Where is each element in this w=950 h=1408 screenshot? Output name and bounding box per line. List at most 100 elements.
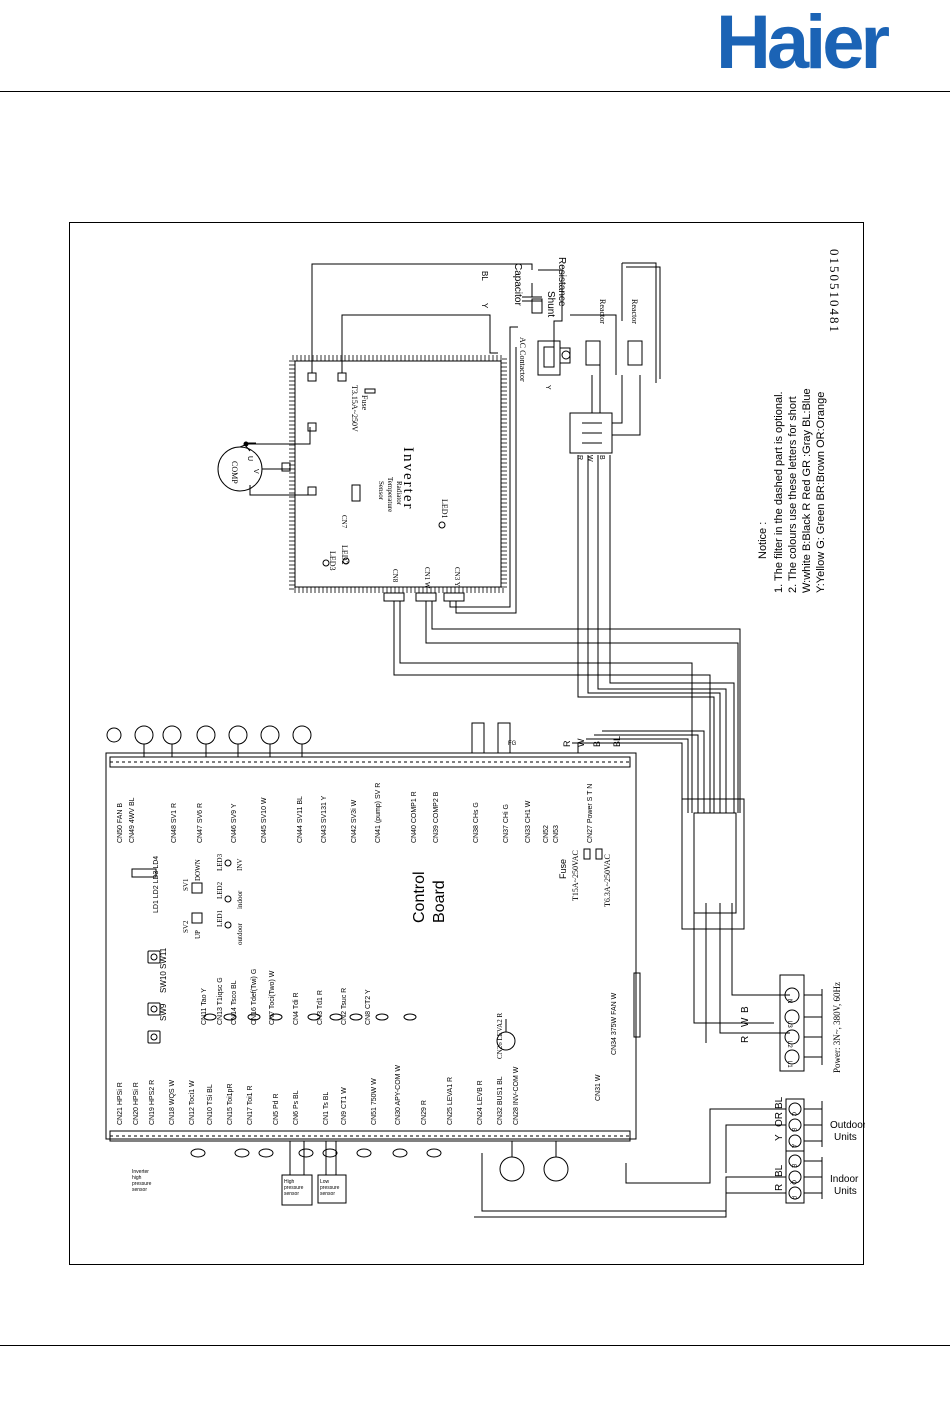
terminal-l2: L2 [786, 1041, 792, 1048]
term-p: P [790, 1196, 796, 1200]
thermistor-probe-3 [269, 1013, 283, 1021]
inv-led3 [322, 559, 330, 567]
inv-led1-label: LED1 [440, 499, 449, 519]
inv-led2 [342, 557, 350, 565]
led1-label: LED1 [216, 909, 224, 927]
left-connector-13: CN30 APY-COM W [395, 1065, 402, 1125]
high-sensor-label-3: sensor [284, 1191, 299, 1197]
wire-y-label: Y [480, 303, 489, 309]
inv-cn3-label: CN3 Y [453, 567, 461, 587]
term-c: C [790, 1112, 796, 1117]
inv-led2-label: LED2 [340, 545, 349, 565]
shunt-label-1: Shunt [545, 291, 556, 317]
right-connector-0: CN50 FAN B [117, 803, 124, 843]
crankcase-heater-0 [471, 722, 485, 754]
shunt-label-2: Resistance [556, 257, 567, 307]
sensor-connector-6: CN3 Td1 R [317, 990, 324, 1025]
inverter-control-wiring [393, 326, 741, 813]
right-connector-9: CN41 (pump) SV R [375, 783, 382, 843]
outdoor-label-2: Units [834, 1132, 857, 1143]
terminal-l1: L1 [786, 1061, 792, 1068]
power-wire-b: B [740, 1006, 751, 1013]
sensor-connector-2: CN14 Tsco BL [231, 980, 238, 1025]
left-connector-12: CN51 750W W [371, 1078, 378, 1125]
noise-filter [569, 412, 613, 454]
low-sensor-label-2: pressure [320, 1185, 340, 1191]
power-label: Power: 3N~, 380V, 60Hz [832, 982, 842, 1073]
outdoor-wire-or: OR [774, 1112, 785, 1127]
outdoor-label-1: Outdoor [830, 1120, 865, 1131]
low-sensor-label-1: Low [320, 1179, 330, 1185]
valve-coil-3 [228, 725, 248, 745]
svg-text:Haier: Haier [716, 0, 890, 80]
right-connector-2: CN48 SV1 R [171, 803, 178, 843]
sensor-probe-7 [426, 1148, 442, 1158]
wiring-diagram-frame: Inverter Fuse T3.15A~250V Radiator Tempe… [69, 222, 867, 1265]
low-pressure-sensor [317, 1174, 347, 1204]
cn26-label: CN26 LEVA2 R [496, 1013, 504, 1059]
comm-terminals: C B A E Q P Outdoor Units Indoor Units B… [474, 1096, 867, 1218]
reactor1-label: Reactor [598, 299, 607, 324]
power-out-wire-1: W [576, 738, 586, 747]
inverter-title: Inverter [400, 447, 416, 510]
comp-label: COMP [230, 461, 239, 484]
control-board-title-1: Control [411, 871, 428, 923]
power-wire-r: R [740, 1036, 751, 1043]
sw9-label: SW9 [159, 1003, 168, 1021]
power-out-wire-0: R [562, 740, 572, 747]
high-sensor-label-1: High [284, 1179, 295, 1185]
radiator-sensor-label-1: Radiator [395, 481, 403, 506]
right-connector-7: CN43 SV131 Y [321, 795, 328, 843]
inv-led1 [438, 521, 446, 529]
thermistor-probe-0 [203, 1013, 217, 1021]
inv-sensor-label-3: pressure [132, 1181, 152, 1187]
wire-r-label: R [576, 455, 583, 460]
ac-contactor [537, 340, 561, 376]
left-connector-3: CN18 WQS W [169, 1079, 176, 1125]
left-connector-1: CN20 HPSi R [133, 1082, 140, 1125]
high-pressure-sensor [281, 1174, 313, 1206]
inv-led-label: INV [236, 859, 244, 871]
term-e: E [790, 1164, 796, 1168]
inv-sensor-label-2: high [132, 1175, 142, 1181]
power-out-wire-2: B [592, 741, 602, 747]
left-connector-18: CN28 INV-COM W [513, 1066, 520, 1125]
capacitor-label: Capacitor [512, 263, 523, 306]
notice-line2: 2. The colours use these letters for sho… [787, 396, 799, 593]
notice-line3: W:white B:Black R Red GR :Gray BL:Blue [801, 388, 813, 593]
right-connector-14: CN33 CH1 W [525, 800, 532, 843]
thermistor-probe-1 [223, 1013, 237, 1021]
bottom-device-symbols [190, 1013, 442, 1158]
right-connector-11: CN39 COMP2 B [433, 791, 440, 843]
left-connector-4: CN12 Toci1 W [189, 1080, 196, 1125]
notice-block: Notice : 1. The filter in the dashed par… [757, 388, 827, 593]
left-connector-7: CN17 Toi1 R [247, 1085, 254, 1125]
wire-y2-label: Y [544, 385, 551, 390]
thermistor-probe-2 [247, 1013, 261, 1021]
left-connector-15: CN25 LEVA1 R [447, 1077, 454, 1125]
inverter-fuse-rating: T3.15A~250V [350, 385, 359, 432]
radiator-sensor-label-2: Temperature [386, 477, 394, 512]
right-connector-17: CN27 Power S T N [587, 784, 594, 843]
indoor-led-label: indoor [236, 890, 244, 909]
wire-w-label: W [586, 455, 593, 462]
fuse1-label: Fuse [558, 859, 568, 879]
sw10-label: SW10 [159, 971, 168, 993]
right-connector-3: CN47 SV6 R [197, 803, 204, 843]
fg-ground-icon [106, 727, 122, 743]
control-board: Control Board LD1 LD2 LD3 LD4 SW9 SW10 S… [105, 741, 641, 1142]
sw11-label: SW11 [159, 947, 168, 969]
up-label: UP [194, 930, 202, 939]
thermistor-probe-8 [403, 1013, 417, 1021]
cn31-label: CN31 W [595, 1074, 602, 1101]
inv-sensor-label-4: sensor [132, 1187, 147, 1193]
header-rule [0, 91, 950, 92]
left-connector-5: CN10 TSi BL [207, 1084, 214, 1125]
inverter-fuse [364, 388, 376, 394]
inverter-board: Inverter Fuse T3.15A~250V Radiator Tempe… [281, 355, 507, 602]
thermistor-probe-5 [329, 1013, 343, 1021]
pressure-sensors: Inverter high pressure sensor High press… [132, 1141, 569, 1206]
left-connector-6: CN15 Toi1pR [227, 1083, 234, 1125]
